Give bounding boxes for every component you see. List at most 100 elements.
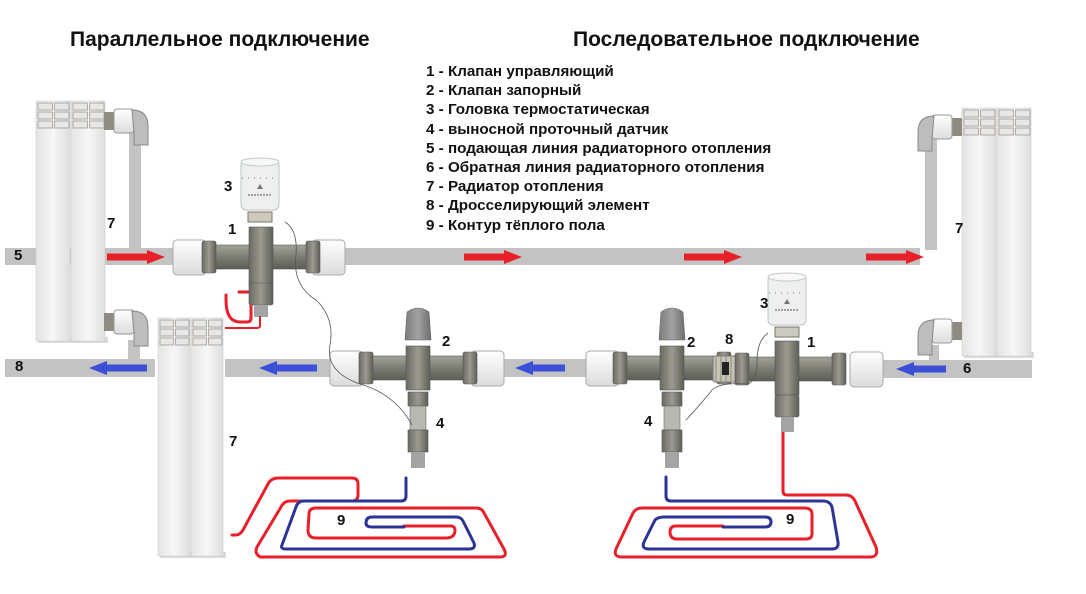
radiator-fin bbox=[998, 118, 1014, 127]
radiator-fin bbox=[980, 118, 996, 127]
radiator-fin bbox=[1015, 127, 1031, 136]
sensor-nut bbox=[661, 391, 683, 407]
radiator-section bbox=[157, 317, 191, 557]
radiator-fin bbox=[54, 111, 70, 120]
floor-loop-right bbox=[613, 430, 879, 559]
hex-nut bbox=[734, 352, 750, 386]
thermostatic-head-icon bbox=[767, 272, 807, 338]
legend-item: 5 - подающая линия радиаторного отоплени… bbox=[426, 139, 772, 157]
elbow-body bbox=[131, 109, 149, 146]
radiator-fin bbox=[54, 102, 70, 111]
thermo-marker bbox=[257, 184, 263, 189]
label-thermo-head: 3 bbox=[224, 178, 233, 195]
return-arrow-icon bbox=[896, 362, 946, 376]
throttle-insert bbox=[722, 362, 729, 375]
radiator-fin bbox=[998, 127, 1014, 136]
label-radiator: 7 bbox=[229, 433, 238, 450]
return-arrow-icon bbox=[89, 361, 147, 375]
thermo-head-cap bbox=[240, 157, 280, 167]
radiator-fin bbox=[192, 337, 207, 346]
hex-nut bbox=[774, 394, 800, 418]
sensor-body bbox=[409, 405, 427, 431]
radiator-fin bbox=[54, 120, 70, 129]
elbow-body bbox=[131, 310, 149, 347]
label-floor-loop: 9 bbox=[337, 512, 346, 529]
legend-item: 7 - Радиатор отопления bbox=[426, 178, 604, 196]
radiator-fin bbox=[175, 337, 190, 346]
radiator-fin bbox=[89, 120, 105, 129]
supply-pipe-to-radiator bbox=[225, 316, 261, 329]
supply-pipe-main bbox=[340, 248, 920, 265]
radiator-section bbox=[190, 317, 224, 557]
pipe-stub bbox=[665, 452, 679, 468]
legend-item: 8 - Дросселирующий элемент bbox=[426, 197, 650, 215]
hex-nut bbox=[305, 240, 321, 274]
sensor-nut bbox=[661, 429, 683, 453]
return-pipe-left bbox=[5, 359, 155, 377]
legend-item: 9 - Контур тёплого пола bbox=[426, 216, 605, 234]
legend-item: 1 - Клапан управляющий bbox=[426, 63, 614, 80]
legend-item: 4 - выносной проточный датчик bbox=[426, 120, 669, 138]
riser-pipe bbox=[929, 345, 939, 363]
floor-pipe-hot bbox=[224, 290, 507, 559]
label-sensor: 4 bbox=[644, 413, 653, 430]
thermostatic-head-icon bbox=[240, 157, 280, 223]
supply-arrow-icon bbox=[107, 250, 165, 264]
radiator bbox=[35, 100, 108, 343]
radiator-fin bbox=[72, 102, 88, 111]
radiator-section bbox=[996, 107, 1032, 357]
hex-nut bbox=[612, 351, 628, 385]
return-pipe-right bbox=[880, 360, 1032, 378]
elbow-nut bbox=[113, 108, 135, 134]
radiator-fin bbox=[980, 127, 996, 136]
radiator-fin bbox=[72, 120, 88, 129]
pipe-stub bbox=[781, 417, 794, 432]
radiator-fin bbox=[37, 120, 53, 129]
radiator-fin bbox=[963, 127, 979, 136]
elbow-thread bbox=[104, 112, 116, 130]
floor-loop-left bbox=[224, 290, 507, 559]
control-valve-right bbox=[734, 272, 884, 432]
thermo-head-cap bbox=[767, 272, 807, 282]
hex-nut bbox=[358, 351, 374, 385]
elbow-body bbox=[917, 319, 935, 356]
radiator-section bbox=[35, 100, 71, 342]
valve-body bbox=[774, 340, 800, 396]
radiator-fin bbox=[37, 111, 53, 120]
elbow-thread bbox=[950, 118, 962, 136]
radiator-section bbox=[961, 107, 997, 357]
label-floor-loop: 9 bbox=[786, 511, 795, 528]
control-valve-left bbox=[172, 157, 346, 329]
radiator bbox=[157, 317, 226, 558]
radiator-fin bbox=[963, 118, 979, 127]
valve-body bbox=[659, 345, 685, 391]
elbow-body bbox=[917, 115, 935, 152]
hex-nut bbox=[201, 240, 217, 274]
push-fit-coupling bbox=[172, 239, 207, 276]
elbow-nut bbox=[113, 309, 135, 335]
sensor-wire bbox=[284, 221, 413, 426]
radiator-fin bbox=[192, 328, 207, 337]
legend-item: 3 - Головка термостатическая bbox=[426, 101, 650, 119]
title-serial: Последовательное подключение bbox=[573, 28, 920, 51]
floor-pipe-hot bbox=[613, 430, 879, 559]
label-return-line-right: 6 bbox=[963, 360, 972, 377]
radiator-fin bbox=[175, 319, 190, 328]
legend-item: 2 - Клапан запорный bbox=[426, 82, 582, 100]
pipe-elbow bbox=[917, 114, 962, 152]
shutoff-valve-left bbox=[329, 307, 505, 468]
pipe-stub bbox=[254, 305, 268, 317]
push-fit-coupling bbox=[849, 351, 884, 388]
radiator-fin bbox=[208, 328, 223, 337]
radiator-fin bbox=[37, 102, 53, 111]
shutoff-cap-icon bbox=[404, 307, 432, 341]
supply-arrow-icon bbox=[684, 250, 742, 264]
radiator bbox=[961, 107, 1034, 358]
radiator-fin bbox=[208, 319, 223, 328]
return-arrow-icon bbox=[515, 361, 565, 375]
radiator-fin bbox=[89, 111, 105, 120]
sensor-nut bbox=[407, 429, 429, 453]
radiator-fin bbox=[175, 328, 190, 337]
label-control-valve: 1 bbox=[228, 221, 237, 238]
